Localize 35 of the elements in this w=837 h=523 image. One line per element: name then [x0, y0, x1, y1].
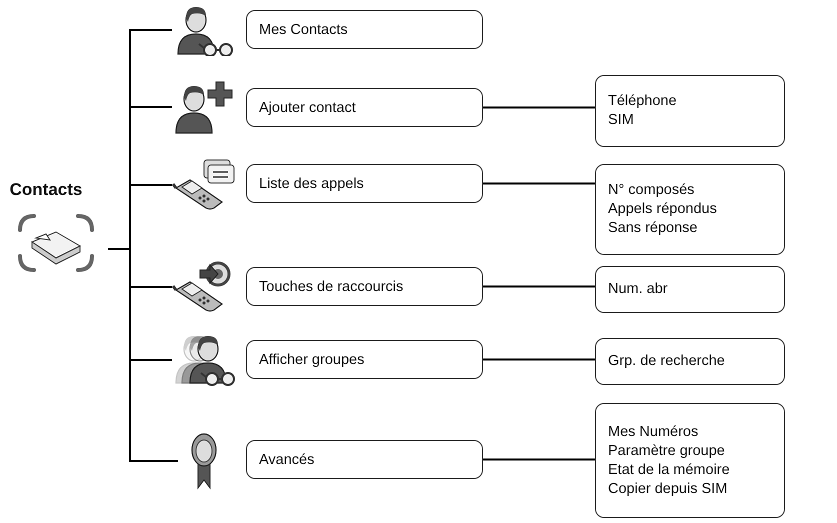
submenu-item: Num. abr	[608, 280, 669, 299]
menu-label: Touches de raccourcis	[259, 278, 404, 294]
menu-box	[246, 164, 483, 203]
menu-label: Ajouter contact	[259, 100, 356, 116]
menu-label: Avancés	[259, 452, 314, 468]
connector-line	[483, 286, 595, 288]
submenu-item: Téléphone	[608, 92, 678, 111]
menu-box	[246, 10, 483, 49]
submenu-box	[595, 338, 785, 385]
root-title: Contacts	[10, 180, 82, 200]
submenu-item: Copier depuis SIM	[608, 480, 728, 498]
connector-line	[483, 458, 595, 460]
connector-line	[483, 182, 595, 184]
submenu-box	[595, 266, 785, 313]
menu-box	[246, 267, 483, 306]
submenu-item: Appels répondus	[608, 200, 718, 219]
submenu-item: Etat de la mémoire	[608, 460, 731, 480]
submenu-box	[595, 403, 785, 518]
submenu-item: Mes Numéros	[608, 422, 700, 442]
menu-box	[246, 88, 483, 127]
submenu-item: SIM	[608, 111, 635, 130]
connector-line	[108, 248, 178, 462]
menu-box	[246, 340, 483, 379]
submenu-item: Grp. de recherche	[608, 352, 726, 371]
submenu-box	[595, 75, 785, 147]
submenu-box	[595, 164, 785, 255]
menu-label: Afficher groupes	[259, 352, 364, 368]
menu-label: Liste des appels	[259, 176, 364, 192]
connector-line	[483, 358, 595, 360]
menu-box	[246, 440, 483, 479]
connector-line	[483, 106, 595, 108]
submenu-item: Sans réponse	[608, 219, 698, 238]
submenu-item: Paramètre groupe	[608, 442, 726, 460]
submenu-item: N° composés	[608, 181, 696, 200]
menu-label: Mes Contacts	[259, 22, 348, 38]
